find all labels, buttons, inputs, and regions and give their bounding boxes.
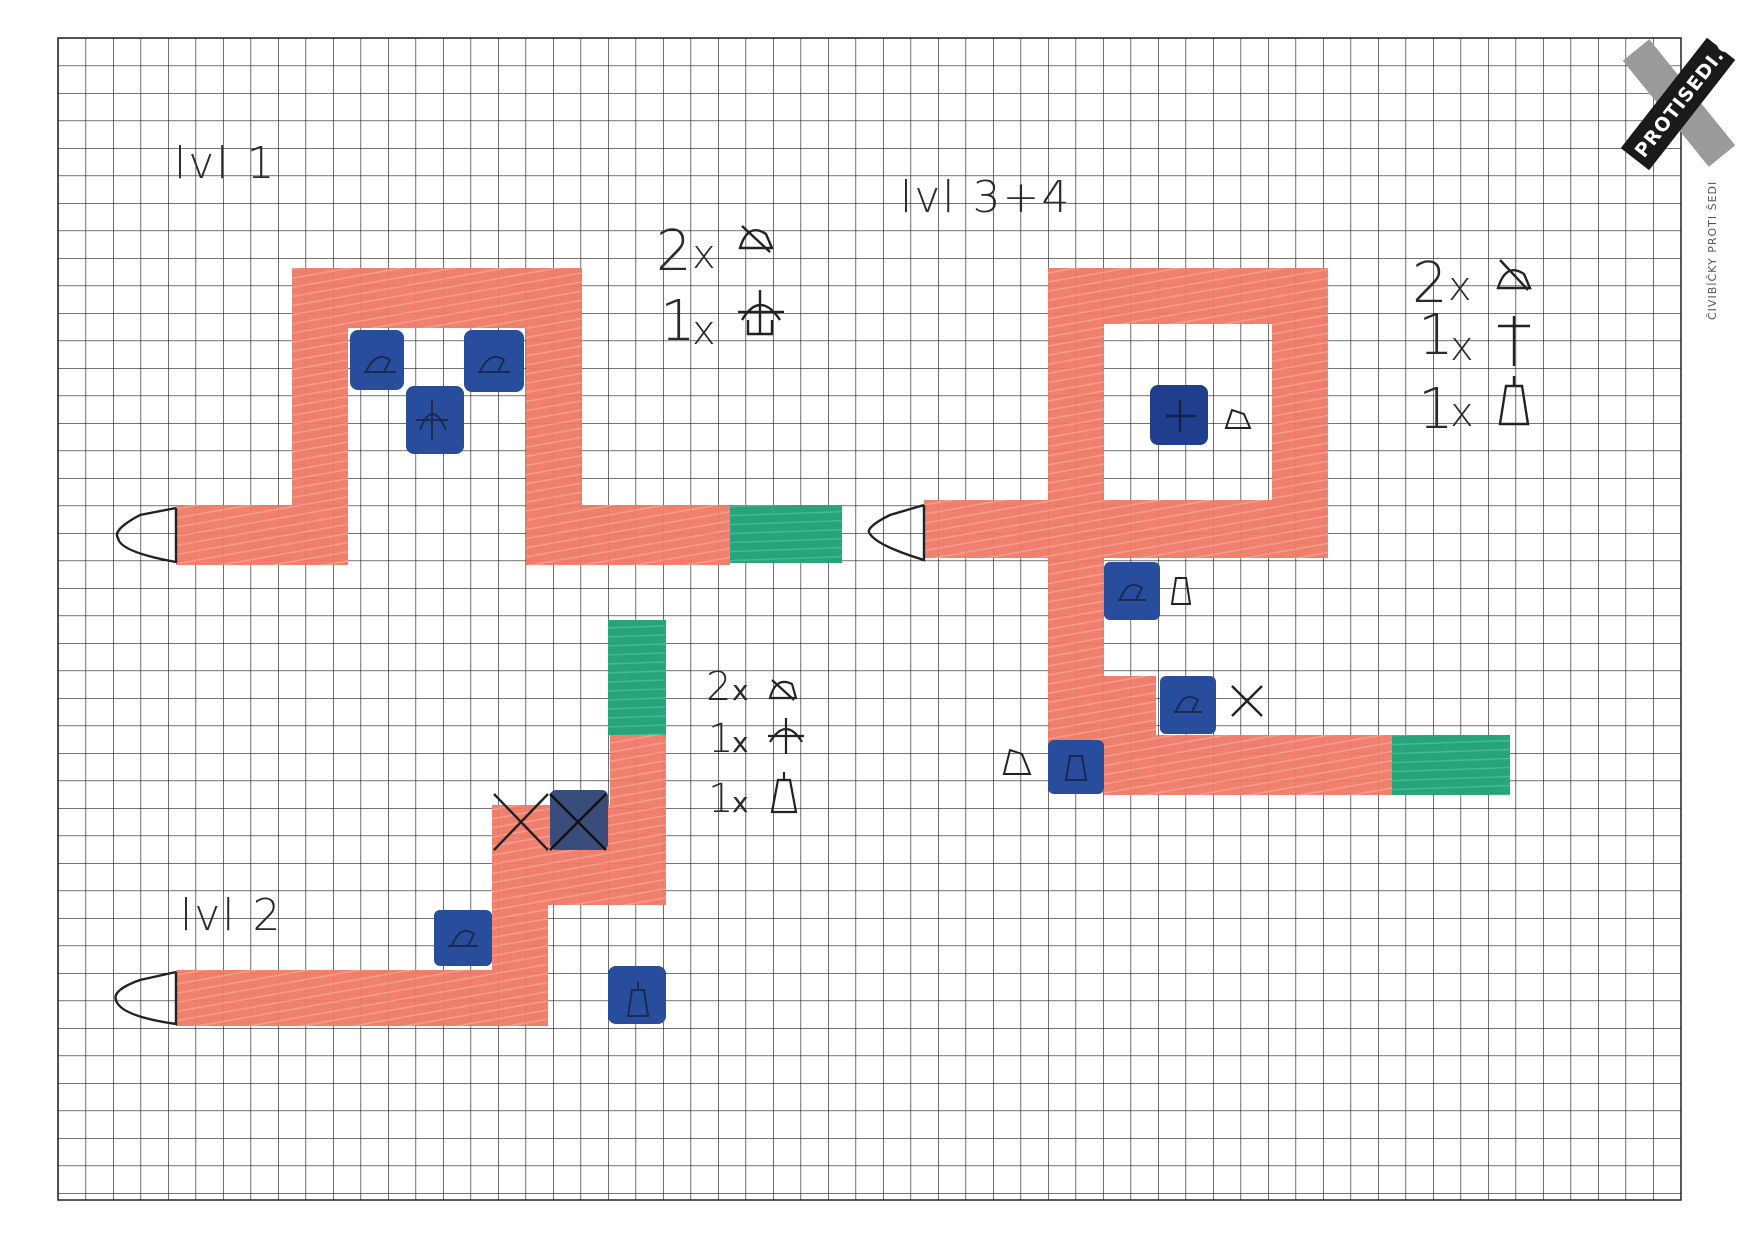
level-3-4-goal	[1392, 735, 1510, 795]
level-3-4-towers	[1002, 385, 1263, 794]
protisedi-logo: PROTISEDI.CZ	[1620, 21, 1747, 171]
level-2-title: lvl 2	[180, 890, 282, 941]
legend-count: 1	[708, 716, 733, 762]
sword-tower-icon	[1498, 316, 1530, 366]
legend-count: 2	[656, 219, 692, 284]
bell-tower-icon	[770, 772, 798, 814]
cannon-tower-icon	[768, 679, 798, 701]
cannon-marker-icon	[1002, 748, 1032, 775]
tower-slot-bell[interactable]	[608, 966, 666, 1024]
level-1-goal	[730, 505, 842, 563]
legend-times: x	[732, 786, 749, 819]
tower-slot-bell[interactable]	[1048, 740, 1104, 794]
legend-count: 1	[1418, 303, 1454, 368]
legend-times: x	[1450, 390, 1474, 436]
sword-marker-icon	[1231, 685, 1263, 717]
legend-times: x	[692, 232, 716, 278]
tower-slot-cannon[interactable]	[1160, 676, 1216, 734]
legend-count: 1	[660, 289, 696, 354]
tower-slot-cannon[interactable]	[434, 910, 492, 966]
legend-times: x	[1448, 264, 1472, 310]
legend-times: x	[732, 674, 749, 707]
level-1-spawn-icon	[115, 506, 178, 564]
level-1-title: lvl 1	[174, 138, 276, 189]
level-2-map	[114, 620, 666, 1026]
legend-count: 2	[1412, 251, 1448, 316]
legend-count: 1	[708, 776, 733, 822]
cannon-marker-icon	[1224, 408, 1252, 429]
tower-slot-cannon[interactable]	[350, 330, 404, 390]
level-2-legend: 2 x 1 x 1 x	[706, 664, 804, 822]
level-2-goal	[608, 620, 666, 735]
legend-times: x	[692, 308, 716, 354]
level-3-4-legend: 2 x 1 x 1 x	[1412, 251, 1532, 442]
cannon-tower-icon	[1496, 259, 1532, 291]
legend-count: 2	[706, 664, 731, 710]
level-2-towers	[434, 790, 666, 1024]
logo-tagline: ČIVIBÍČKY PROTI ŠEDI	[1706, 181, 1719, 320]
level-3-4-title: lvl 3+4	[900, 172, 1071, 223]
level-1-map	[115, 268, 842, 565]
crossbow-tower-icon	[738, 290, 784, 336]
level-1-legend: 2 x 1 x	[656, 219, 784, 354]
bell-tower-icon	[1498, 376, 1530, 426]
legend-times: x	[732, 726, 749, 759]
cannon-tower-icon	[738, 225, 774, 253]
level-1-path	[176, 268, 730, 565]
level-1-towers	[350, 330, 524, 454]
level-2-spawn-icon	[114, 970, 178, 1026]
level-3-4-spawn-icon	[867, 503, 926, 562]
level-3-4-path	[924, 268, 1394, 795]
tower-slot-cannon[interactable]	[1104, 562, 1160, 620]
crossbow-tower-icon	[768, 718, 804, 754]
legend-count: 1	[1418, 377, 1454, 442]
legend-times: x	[1450, 324, 1474, 370]
level-2-path	[176, 735, 666, 1026]
level-3-4-map	[867, 268, 1510, 795]
bell-marker-icon	[1170, 577, 1192, 605]
tower-slot-cannon[interactable]	[464, 330, 524, 392]
